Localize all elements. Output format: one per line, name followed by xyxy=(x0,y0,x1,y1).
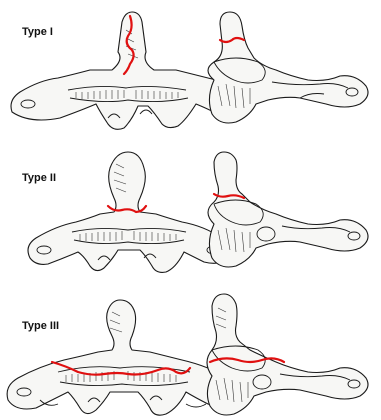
type-ii-lateral-view xyxy=(0,140,381,280)
type-iii-lateral-view xyxy=(0,280,381,420)
type-i-lateral-view xyxy=(0,0,381,140)
